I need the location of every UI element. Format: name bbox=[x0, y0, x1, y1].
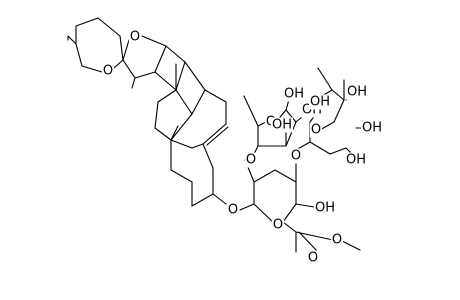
hydroxyl-glucose-1: OH bbox=[347, 85, 367, 100]
label-backdrop bbox=[344, 152, 368, 168]
label-backdrop bbox=[101, 63, 115, 79]
oxygen-glucose-ring: O bbox=[311, 123, 321, 138]
label-backdrop bbox=[308, 94, 332, 110]
label-backdrop bbox=[282, 86, 306, 102]
oxygen-glucose-link: O bbox=[291, 149, 301, 164]
oxygen-ester-carbonyl: O bbox=[308, 251, 318, 266]
hydroxyl-rhamnose-1: OH bbox=[284, 87, 304, 102]
hydroxyl-glucuronide: OH bbox=[315, 201, 335, 216]
hydroxyl-glucose-3: OH bbox=[346, 153, 366, 168]
label-backdrop bbox=[313, 200, 337, 216]
label-backdrop bbox=[128, 29, 142, 45]
atom-labels: O O O O OH O O O O OH OH OH O O OH OH OH… bbox=[101, 29, 384, 266]
label-backdrop bbox=[306, 250, 320, 266]
hydroxyl-rhamnose-3: OH bbox=[272, 118, 292, 133]
label-backdrop bbox=[244, 152, 258, 168]
label-backdrop bbox=[271, 217, 285, 233]
oxygen-spiro-furan: O bbox=[130, 30, 140, 45]
oxygen-glycosidic: O bbox=[228, 203, 238, 218]
label-backdrop bbox=[345, 84, 369, 100]
oxygen-ester-methoxy: O bbox=[332, 233, 342, 248]
hydroxyl-glucose-4: OH bbox=[310, 95, 330, 110]
label-backdrop bbox=[289, 148, 303, 164]
bond-skeleton bbox=[67, 17, 369, 253]
hydroxyl-glucose-2: OH bbox=[362, 121, 382, 136]
label-backdrop bbox=[330, 232, 344, 248]
label-backdrop bbox=[309, 122, 323, 138]
oxygen-glucuronide-ring: O bbox=[273, 218, 283, 233]
label-backdrop bbox=[270, 117, 294, 133]
label-backdrop bbox=[226, 202, 240, 218]
label-backdrop bbox=[360, 120, 384, 136]
oxygen-rhamnose-link: O bbox=[246, 153, 256, 168]
oxygen-tetrahydropyran: O bbox=[103, 64, 113, 79]
